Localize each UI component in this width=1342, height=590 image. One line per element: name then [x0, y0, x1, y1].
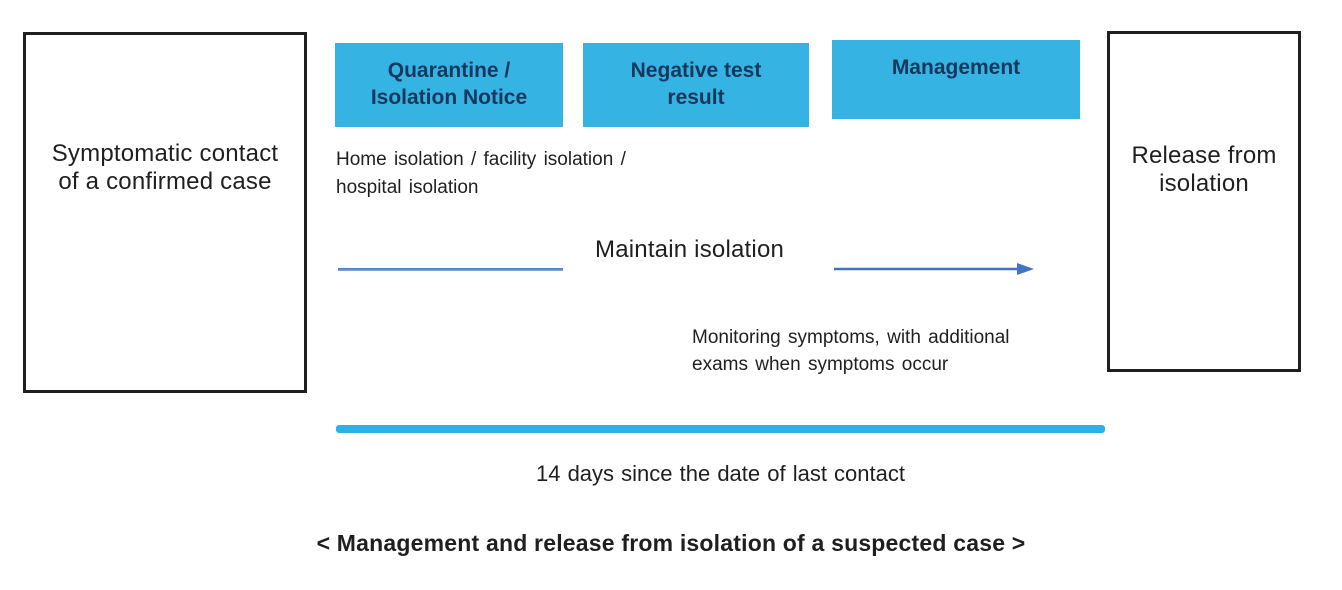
maintain-isolation-arrow: [834, 263, 1034, 275]
stage-box-negative-test-result: Negative test result: [583, 43, 809, 127]
timeline-duration-label: 14 days since the date of last contact: [535, 461, 905, 486]
monitoring-note: Monitoring symptoms, with additional exa…: [692, 327, 1010, 375]
stage-box-quarantine-isolation-notice: Quarantine / Isolation Notice: [335, 43, 563, 127]
release-from-isolation-box: Release from isolation: [1107, 31, 1301, 372]
isolation-line-left: [338, 268, 563, 271]
timeline-bar: [336, 425, 1105, 433]
isolation-types-note: Home isolation / facility isolation / ho…: [336, 149, 626, 198]
figure-caption: < Management and release from isolation …: [316, 530, 1026, 556]
symptomatic-contact-label: Symptomatic contact of a confirmed case: [51, 140, 279, 195]
release-from-isolation-label: Release from isolation: [1131, 142, 1277, 197]
symptomatic-contact-box: Symptomatic contact of a confirmed case: [23, 32, 307, 393]
stage-box-management: Management: [832, 40, 1080, 119]
maintain-isolation-label: Maintain isolation: [595, 236, 785, 263]
